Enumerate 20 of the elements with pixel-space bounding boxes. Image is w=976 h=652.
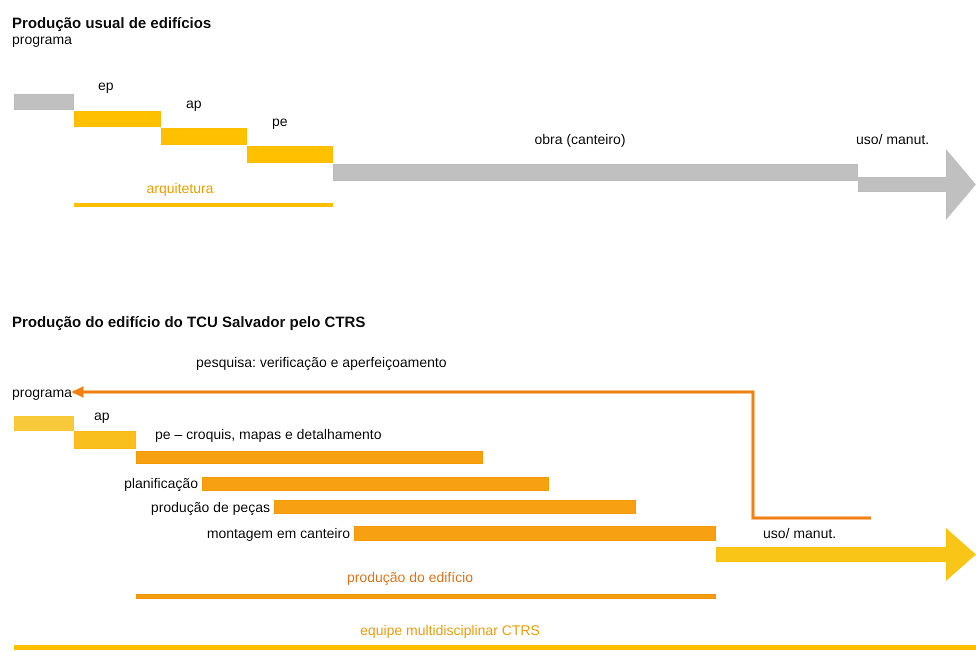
phase-label: pe	[272, 113, 289, 130]
phase-label: equipe multidisciplinar CTRS	[359, 622, 541, 639]
phase-label: programa	[12, 31, 72, 48]
feedback-arrow	[72, 386, 871, 520]
phase-label: uso/ manut.	[763, 525, 838, 542]
edge-label: pesquisa: verificação e aperfeiçoamento	[196, 354, 447, 371]
phase-label: obra (canteiro)	[533, 131, 627, 148]
phase-label: uso/ manut.	[856, 131, 930, 148]
phase-label: ap	[94, 407, 111, 424]
phase-label: produção de peças	[150, 499, 270, 516]
phase-label: montagem em canteiro	[206, 525, 350, 542]
phase-label: ep	[98, 77, 115, 94]
phase-label: pe – croquis, mapas e detalhamento	[155, 426, 382, 443]
section-heading: Produção usual de edifícios	[12, 15, 212, 32]
phase-label: ap	[186, 95, 203, 112]
phase-label: planificação	[123, 475, 198, 492]
phase-label: programa	[12, 384, 73, 401]
phase-label: produção do edifício	[346, 569, 474, 586]
phase-label: arquitetura	[146, 180, 214, 197]
section-heading: Produção do edifício do TCU Salvador pelo CTRS	[12, 314, 366, 331]
